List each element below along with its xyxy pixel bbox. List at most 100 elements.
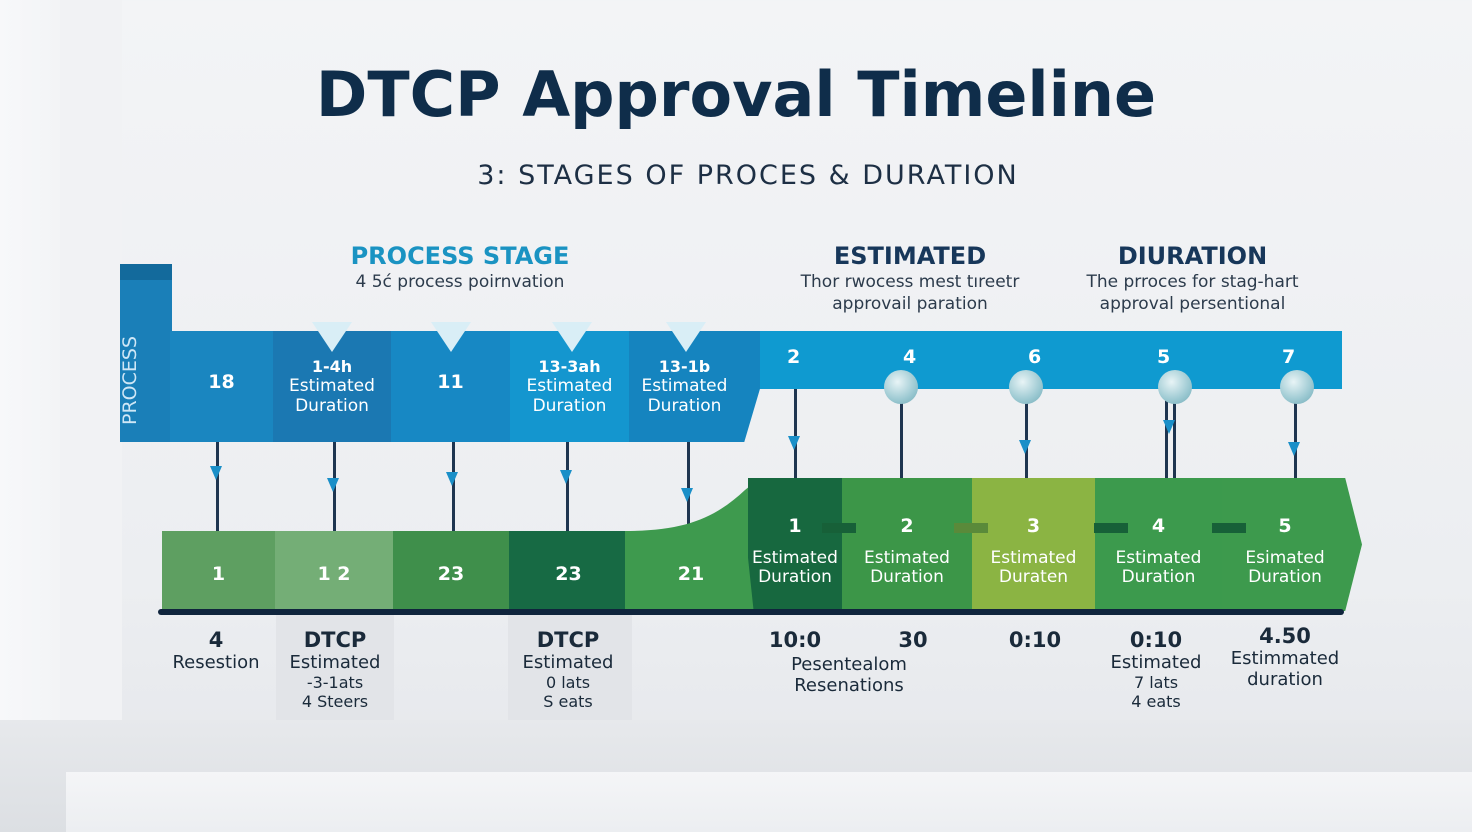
separator-dash [1094, 523, 1128, 533]
header-subtext: Thor rwocess mest tıreetr [800, 272, 1020, 292]
green-stage-cell: 23 [393, 531, 509, 611]
bottom-value: DTCP [303, 628, 367, 652]
blue-step-number: 2 [787, 346, 801, 368]
green-stage-cell: 21 [628, 531, 754, 611]
connector-line [900, 389, 903, 479]
header-process-stage: PROCESS STAGE 4 5ć process poirnvation [330, 242, 590, 292]
bottom-panel [508, 615, 632, 720]
blue-stage-cell: 18 [170, 331, 273, 442]
header-subtext: approval persentional [1099, 294, 1286, 314]
stage-label: Duration [647, 396, 722, 416]
stage-label: Estimated [990, 548, 1077, 568]
blue-step-number: 7 [1282, 346, 1296, 368]
bottom-text: Estimated [522, 652, 614, 673]
connector-line [794, 389, 797, 479]
arrow-down-icon [327, 478, 339, 492]
blue-step-number: 5 [1157, 346, 1171, 368]
bottom-text: Pesentealom Resenations [791, 654, 907, 696]
green-stage-cell: 23 [509, 531, 628, 611]
stage-label: Estimated [864, 548, 950, 568]
stage-number: 21 [677, 563, 705, 585]
page-subtitle: 3: STAGES OF PROCES & DURATION [477, 160, 1019, 191]
bottom-subtext: S eats [543, 692, 593, 711]
bottom-value: 4 [208, 628, 224, 652]
bottom-info: DTCP Estimated 0 lats S eats [508, 628, 628, 711]
header-subtext: 4 5ć process poirnvation [355, 272, 565, 292]
stage-number: 5 [1278, 515, 1292, 537]
stage-number: 18 [208, 371, 235, 393]
arrow-down-icon [210, 466, 222, 480]
marker-triangle [312, 322, 352, 352]
separator-dash [822, 523, 856, 533]
stage-number: 4 [1151, 515, 1166, 537]
bottom-subtext: 0 lats [545, 673, 591, 692]
green-stage-cell: 4 Estimated Duration [1095, 478, 1222, 611]
pin-marker-icon [1158, 370, 1192, 404]
stage-label: Duration [532, 396, 607, 416]
stage-label: Estimated [526, 376, 613, 396]
blue-step-number: 4 [903, 346, 917, 368]
bottom-value: 4.50 [1259, 624, 1311, 648]
header-subtext: The prroces for stag-hart [1086, 272, 1299, 292]
process-side-label: PROCESS [119, 335, 141, 425]
header-subtext: approvail paration [832, 294, 988, 314]
stage-label: Duration [295, 396, 369, 416]
bottom-subtext: -3-1ats [306, 673, 364, 692]
header-duration: DIURATION The prroces for stag-hart appr… [1060, 242, 1325, 314]
connector-line [566, 442, 569, 532]
separator-dash [1212, 523, 1246, 533]
bottom-info: DTCP Estimated -3-1ats 4 Steers [276, 628, 394, 711]
stage-number: 23 [555, 563, 582, 585]
stage-number: 3 [1026, 515, 1041, 537]
background-shelf [66, 772, 1472, 832]
connector-line [216, 442, 219, 532]
bottom-info: 30 [863, 628, 963, 652]
bottom-subtext: 4 eats [1131, 692, 1181, 711]
marker-triangle [666, 322, 706, 352]
page-title: DTCP Approval Timeline [315, 58, 1157, 131]
stage-number: 13-1b [658, 357, 711, 376]
bottom-value: 30 [898, 628, 928, 652]
bottom-text: Estimated [289, 652, 381, 673]
separator-dash [954, 523, 988, 533]
green-stage-cell: 1 Estimated Duration [748, 478, 842, 611]
bottom-value: 0:10 [1129, 628, 1183, 652]
stage-number: 13-3ah [538, 357, 601, 376]
stage-label: Esimated [1245, 548, 1325, 568]
blue-step-number: 6 [1028, 346, 1042, 368]
green-curve-segment [625, 478, 760, 612]
bottom-value: 0:10 [1008, 628, 1062, 652]
bottom-caption: Pesentealom Resenations [735, 654, 963, 696]
header-estimated: ESTIMATED Thor rwocess mest tıreetr appr… [770, 242, 1050, 314]
green-stage-cell: 3 Estimated Duraten [972, 478, 1095, 611]
bottom-value: 10:0 [768, 628, 822, 652]
bottom-text: Resestion [172, 652, 260, 673]
connector-line [1173, 389, 1176, 479]
bottom-subtext: duration [1247, 669, 1323, 690]
stage-label: Duration [1248, 567, 1322, 587]
pin-marker-icon [884, 370, 918, 404]
stage-number: 1 [211, 563, 226, 585]
bottom-info: 4 Resestion [160, 628, 272, 673]
stage-label: Estimated [752, 548, 838, 568]
stage-label: Estimated [641, 376, 728, 396]
marker-triangle [431, 322, 471, 352]
green-stage-cell: 2 Estimated Duration [842, 478, 972, 611]
arrow-down-icon [560, 470, 572, 484]
bottom-info: 0:10 [985, 628, 1085, 652]
header-title: PROCESS STAGE [350, 242, 570, 270]
connector-line [1165, 389, 1168, 479]
stage-number: 2 [900, 515, 914, 537]
timeline-baseline [158, 609, 1344, 615]
blue-stage-cell: 13-1b Estimated Duration [629, 331, 760, 442]
background-wall-panel [60, 0, 122, 720]
green-stage-cell: 1 [162, 531, 275, 611]
bottom-text: Estimmated [1230, 648, 1340, 669]
bottom-value: DTCP [536, 628, 600, 652]
stage-number: 1 2 [317, 563, 351, 585]
stage-label: Estimated [1115, 548, 1202, 568]
arrow-down-icon [1019, 440, 1031, 454]
connector-line [1025, 389, 1028, 479]
bottom-subtext: 4 Steers [301, 692, 369, 711]
arrow-down-icon [446, 472, 458, 486]
